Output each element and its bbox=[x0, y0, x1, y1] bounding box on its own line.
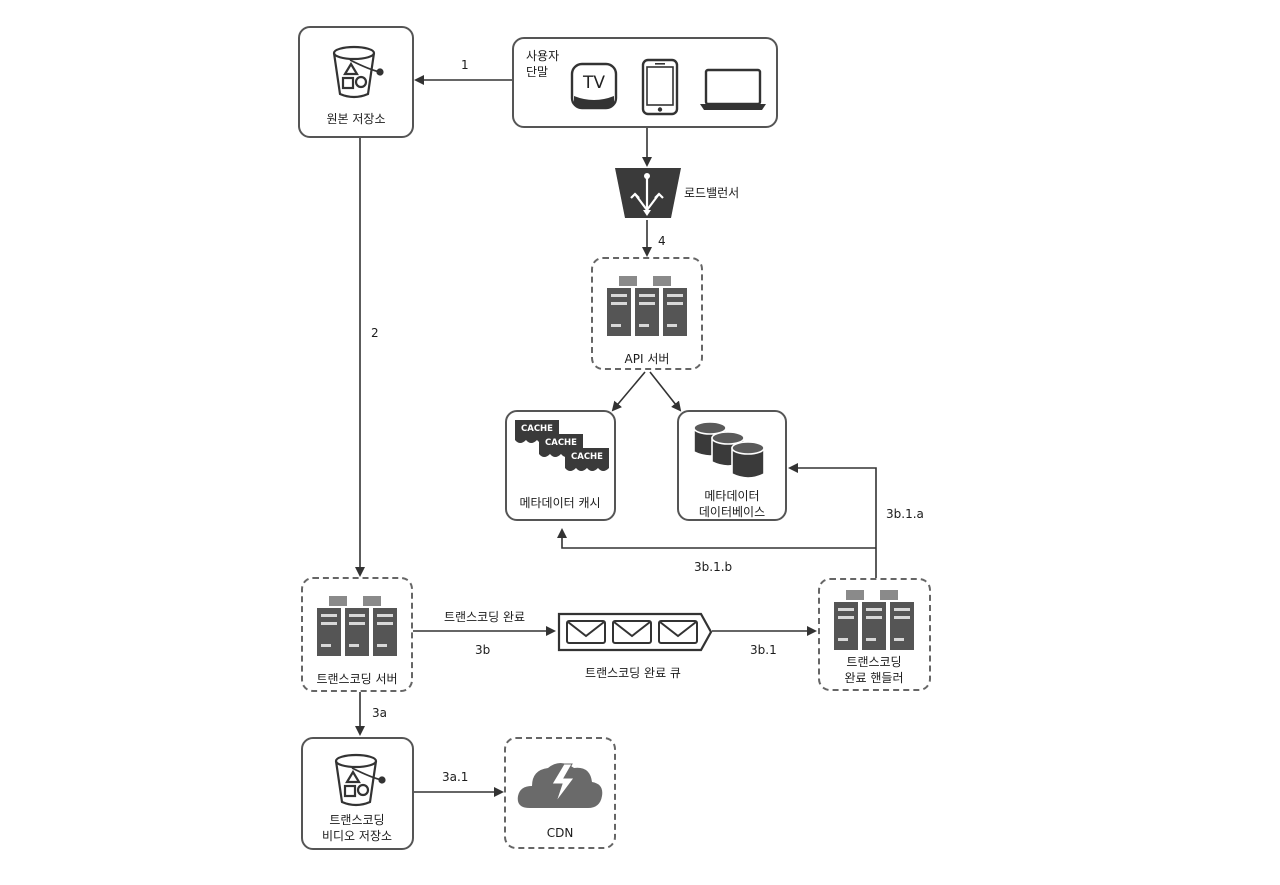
edge-api-db-line bbox=[649, 371, 682, 412]
tv-icon-text: TV bbox=[582, 73, 605, 93]
edge-3a-label: 3a bbox=[372, 706, 387, 720]
server-rack-icon bbox=[607, 276, 687, 336]
tablet-icon bbox=[641, 58, 679, 116]
storage-bucket-icon bbox=[332, 45, 384, 99]
server-rack-icon bbox=[834, 590, 914, 650]
edge-3b-top-label: 트랜스코딩 완료 bbox=[444, 610, 526, 624]
api-server-label: API 서버 bbox=[624, 352, 670, 366]
edge-3b1b-label: 3b.1.b bbox=[694, 560, 733, 574]
transcoded-storage-node bbox=[301, 737, 414, 850]
edge-2-label: 2 bbox=[371, 326, 379, 340]
edge-api-cache-line bbox=[611, 371, 646, 412]
load-balancer-label: 로드밸런서 bbox=[684, 186, 740, 200]
laptop-icon bbox=[700, 68, 766, 110]
cache-text-3: CACHE bbox=[571, 452, 603, 462]
edge-1-label: 1 bbox=[461, 58, 469, 72]
metadata-db-label: 메타데이터 데이터베이스 bbox=[698, 489, 766, 519]
metadata-cache-label: 메타데이터 캐시 bbox=[519, 496, 601, 510]
load-balancer-icon bbox=[615, 168, 681, 218]
completion-queue-label: 트랜스코딩 완료 큐 bbox=[585, 666, 681, 680]
transcoding-server-label: 트랜스코딩 서버 bbox=[316, 672, 398, 686]
edge-3b1a-line bbox=[788, 463, 877, 578]
edge-3b1b-line bbox=[557, 528, 876, 549]
user-devices-label: 사용자 단말 bbox=[526, 49, 560, 79]
cache-text-2: CACHE bbox=[545, 438, 577, 448]
cache-text-1: CACHE bbox=[521, 424, 553, 434]
storage-bucket-icon bbox=[334, 753, 386, 807]
message-queue-icon bbox=[557, 612, 713, 652]
edge-3b1a-label: 3b.1.a bbox=[886, 507, 924, 521]
edge-3a1-label: 3a.1 bbox=[442, 770, 469, 784]
edge-3b-label: 3b bbox=[475, 643, 491, 657]
server-rack-icon bbox=[317, 596, 397, 656]
cloud-lightning-icon bbox=[517, 763, 603, 808]
edge-3b1-label: 3b.1 bbox=[750, 643, 777, 657]
completion-handler-label: 트랜스코딩 완료 핸들러 bbox=[844, 655, 904, 685]
database-cylinders-icon bbox=[693, 421, 765, 479]
tv-icon: TV bbox=[570, 62, 618, 110]
edge-4-label: 4 bbox=[658, 234, 666, 248]
original-storage-label: 원본 저장소 bbox=[326, 112, 386, 126]
transcoded-storage-label: 트랜스코딩 비디오 저장소 bbox=[321, 813, 393, 843]
cdn-label: CDN bbox=[546, 826, 574, 840]
cache-stack-icon: CACHE CACHE CACHE bbox=[515, 420, 609, 471]
